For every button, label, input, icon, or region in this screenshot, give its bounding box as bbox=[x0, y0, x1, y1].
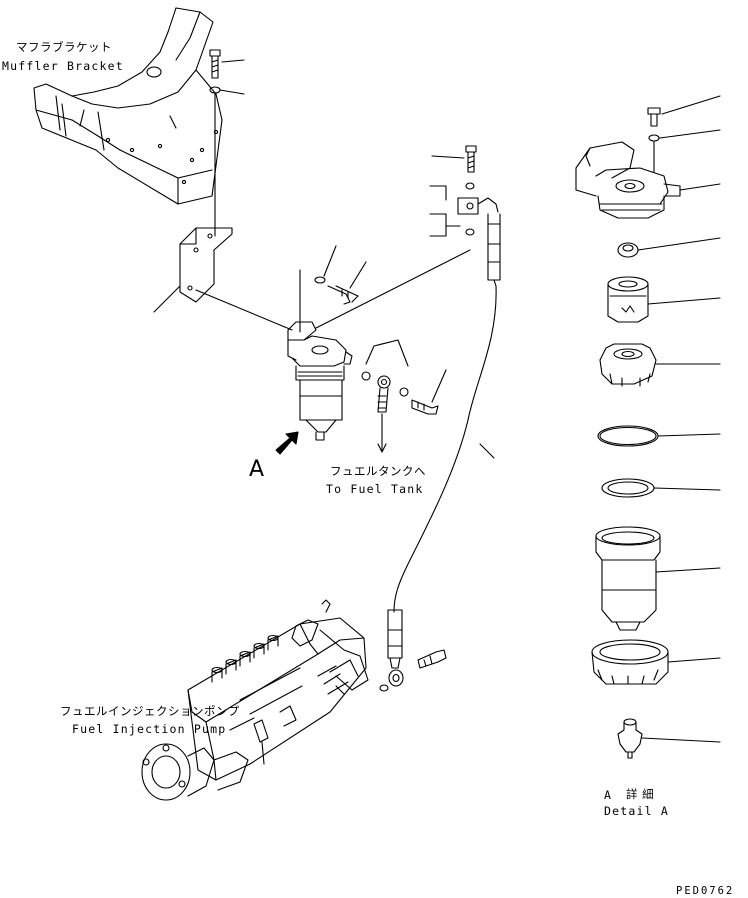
hose-clip-bracket bbox=[429, 182, 499, 237]
detail-a-bolt bbox=[647, 95, 721, 127]
filter-washer bbox=[314, 245, 337, 284]
detail-a-sediment-cap bbox=[599, 343, 721, 387]
detail-a-filter-head bbox=[575, 141, 721, 219]
bracket-bolt bbox=[209, 49, 245, 79]
detail-a-drain-plug bbox=[617, 718, 721, 759]
detail-a-element bbox=[607, 276, 721, 323]
drawing-code: PED0762 bbox=[676, 885, 735, 897]
pump-label-en: Fuel Injection Pump bbox=[72, 722, 227, 736]
muffler-bracket-label-jp: マフラブラケット bbox=[16, 40, 112, 54]
banjo-fitting bbox=[377, 375, 391, 453]
mounting-plate bbox=[153, 227, 293, 331]
fuel-hose bbox=[393, 213, 501, 613]
detail-a-retaining-ring bbox=[591, 639, 721, 685]
pump-banjo-bolt bbox=[417, 649, 447, 669]
detail-a-gasket bbox=[601, 478, 721, 498]
view-marker-label: A bbox=[249, 457, 265, 482]
detail-a-bowl bbox=[595, 526, 721, 631]
hose-bolt bbox=[431, 145, 477, 173]
filter-bolt bbox=[327, 261, 367, 305]
detail-a-label-en: Detail A bbox=[604, 804, 669, 818]
banjo-bolt bbox=[411, 369, 447, 415]
detail-a-label-jp: 詳 細 bbox=[626, 787, 655, 801]
pump-label-jp: フュエルインジェクションポンプ bbox=[60, 704, 240, 718]
muffler-bracket-label-en: Muffler Bracket bbox=[2, 59, 124, 73]
fuel-tank-label-jp: フュエルタンクへ bbox=[330, 464, 426, 478]
filter-leader-b bbox=[315, 249, 471, 329]
detail-a-washer bbox=[648, 129, 721, 173]
muffler-bracket bbox=[33, 7, 223, 205]
pump-hose-fitting bbox=[379, 609, 404, 692]
view-arrow bbox=[275, 431, 299, 455]
banjo-washers bbox=[361, 339, 409, 397]
fuel-tank-label-en: To Fuel Tank bbox=[326, 482, 424, 496]
fuel-injection-pump bbox=[141, 599, 369, 801]
detail-a-seal bbox=[617, 237, 721, 258]
fuel-filter-assembly bbox=[287, 321, 353, 441]
detail-a-letter: A bbox=[604, 788, 613, 802]
detail-a-o-ring bbox=[597, 425, 721, 447]
